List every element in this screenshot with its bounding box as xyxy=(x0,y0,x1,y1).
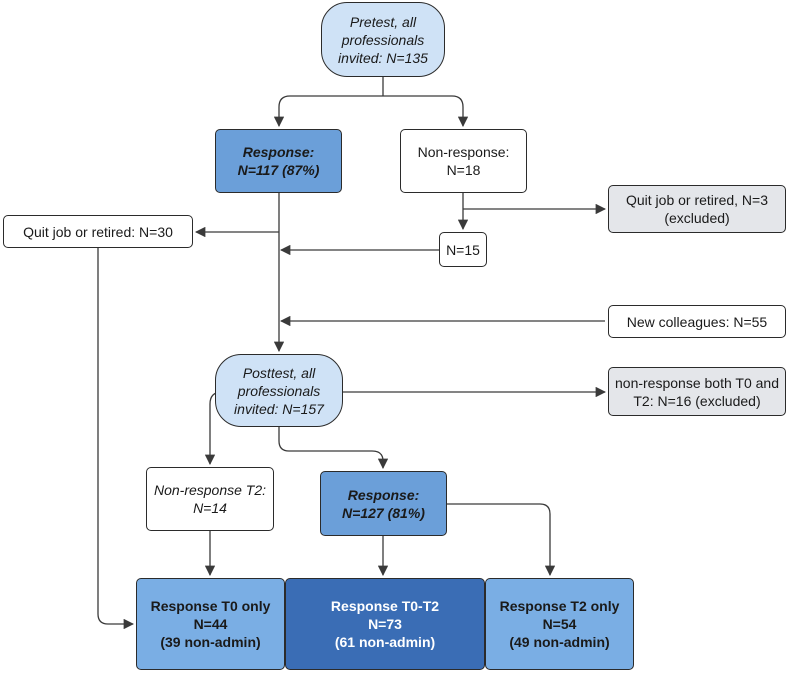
node-quit-retired-excluded: Quit job or retired, N=3 (excluded) xyxy=(608,185,786,233)
node-n15: N=15 xyxy=(439,232,487,267)
node-nonresponse-t2: Non-response T2: N=14 xyxy=(146,467,274,531)
node-response-t0-t2: Response T0-T2 N=73 (61 non-admin) xyxy=(285,578,485,670)
node-response-posttest: Response: N=127 (81%) xyxy=(320,471,447,536)
node-nonresponse-both-excluded: non-response both T0 and T2: N=16 (exclu… xyxy=(608,367,786,416)
node-posttest: Posttest, all professionals invited: N=1… xyxy=(215,354,343,427)
node-response-pretest: Response: N=117 (87%) xyxy=(215,129,342,193)
node-response-t2-only: Response T2 only N=54 (49 non-admin) xyxy=(485,578,634,670)
node-quit-retired-30: Quit job or retired: N=30 xyxy=(3,215,193,248)
connector-response2-to-t2only xyxy=(447,503,556,577)
node-response-t0-only: Response T0 only N=44 (39 non-admin) xyxy=(136,578,285,670)
connector-quit30-to-t0only xyxy=(97,248,135,630)
connector-to-response2 xyxy=(278,427,389,470)
node-nonresponse-pretest: Non-response: N=18 xyxy=(400,129,527,193)
connector-to-response1 xyxy=(273,95,383,128)
node-new-colleagues: New colleagues: N=55 xyxy=(608,305,786,338)
node-pretest: Pretest, all professionals invited: N=13… xyxy=(321,2,445,77)
connector-to-nonresponse1 xyxy=(383,95,469,128)
